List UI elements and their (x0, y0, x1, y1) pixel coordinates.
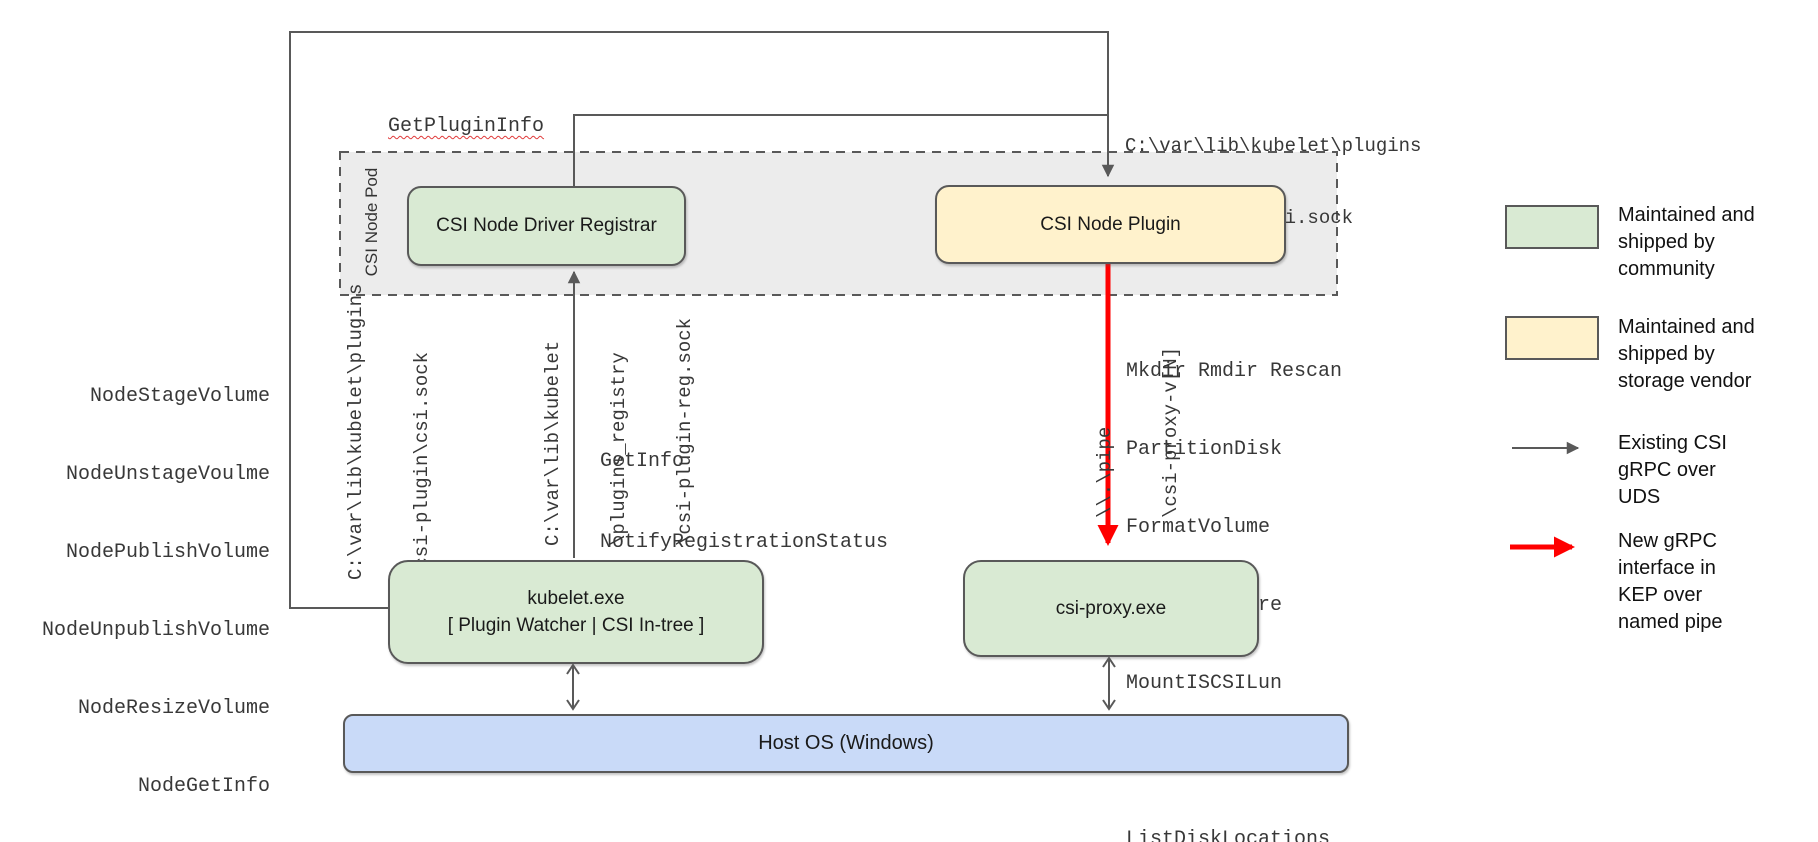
legend-existing-csi-label: Existing CSI gRPC over UDS (1618, 430, 1727, 511)
legend-existing-csi-line3: UDS (1618, 486, 1661, 508)
legend-community-line2: shipped by (1618, 231, 1715, 253)
kubelet-label-line2: [ Plugin Watcher | CSI In-tree ] (447, 615, 705, 636)
csi-node-plugin-box: CSI Node Plugin (935, 185, 1286, 264)
legend-vendor-label: Maintained and shipped by storage vendor (1618, 314, 1755, 395)
csi-node-pod-label: CSI Node Pod (362, 167, 381, 277)
legend-community-line1: Maintained and (1618, 204, 1755, 226)
legend-new-grpc-line3: KEP over (1618, 584, 1703, 606)
node-method: NodePublishVolume (65, 541, 270, 564)
proxy-method: FormatVolume (1126, 516, 1271, 539)
node-method: NodeUnstageVoulme (65, 463, 270, 486)
registrar-calls-list: GetInfo NotifyRegistrationStatus (600, 394, 888, 610)
legend-community-swatch (1505, 205, 1599, 249)
named-pipe-vertical-label: \\.\pipe \csi-proxy-v[N] (1050, 318, 1182, 518)
registration-sock-line2: \plugins_registry (608, 352, 630, 546)
node-method: NodeUnpublishVolume (41, 619, 270, 642)
csi-node-driver-registrar-label: CSI Node Driver Registrar (436, 215, 657, 236)
node-method: NodeStageVolume (89, 385, 270, 408)
csi-node-plugin-label: CSI Node Plugin (1040, 213, 1181, 235)
kubelet-to-plugin-uds-arrow (289, 31, 1115, 609)
node-method: NodeGetInfo (137, 775, 270, 798)
proxy-method: ListDiskLocations (1126, 828, 1331, 842)
csi-sock-vertical-line2: \csi-plugin\csi.sock (411, 351, 433, 580)
named-pipe-line1: \\.\pipe (1094, 426, 1116, 518)
registrar-getplugininfo-line (573, 114, 1108, 186)
proxy-method: MountISCSILun (1126, 672, 1283, 695)
legend-new-grpc-line2: interface in (1618, 557, 1716, 579)
kubelet-box: kubelet.exe [ Plugin Watcher | CSI In-tr… (388, 560, 764, 664)
legend-existing-csi-line1: Existing CSI (1618, 432, 1727, 454)
legend-community-line3: community (1618, 258, 1715, 280)
legend-new-grpc-label: New gRPC interface in KEP over named pip… (1618, 528, 1723, 636)
node-method: NodeResizeVolume (77, 697, 270, 720)
named-pipe-line2: \csi-proxy-v[N] (1160, 346, 1182, 518)
csi-sock-vertical-line1: C:\var\lib\kubelet\plugins (345, 283, 367, 580)
host-os-label: Host OS (Windows) (758, 732, 934, 754)
csi-node-driver-registrar-box: CSI Node Driver Registrar (407, 186, 686, 266)
csi-proxy-box: csi-proxy.exe (963, 560, 1259, 657)
legend-vendor-line3: storage vendor (1618, 370, 1752, 392)
legend-vendor-line2: shipped by (1618, 343, 1715, 365)
host-os-box: Host OS (Windows) (343, 714, 1349, 773)
registration-sock-vertical-label: C:\var\lib\kubelet \plugins_registry \cs… (498, 306, 696, 546)
csi-proxy-label: csi-proxy.exe (1055, 597, 1167, 619)
legend-new-grpc-line1: New gRPC (1618, 530, 1717, 552)
legend-community-label: Maintained and shipped by community (1618, 202, 1755, 283)
registration-sock-line1: C:\var\lib\kubelet (542, 340, 564, 546)
getplugininfo-label: GetPluginInfo (388, 115, 545, 138)
registrar-call: GetInfo (600, 450, 685, 473)
legend-vendor-line1: Maintained and (1618, 316, 1755, 338)
kubelet-label-line1: kubelet.exe (527, 588, 625, 609)
legend-existing-csi-line2: gRPC over (1618, 459, 1716, 481)
csi-sock-path-line1: C:\var\lib\kubelet\plugins (1125, 135, 1422, 157)
registrar-call: NotifyRegistrationStatus (600, 531, 889, 554)
proxy-method: Mkdir Rmdir Rescan (1126, 360, 1343, 383)
legend-new-grpc-line4: named pipe (1618, 611, 1723, 633)
csi-sock-vertical-label: C:\var\lib\kubelet\plugins \csi-plugin\c… (301, 270, 433, 580)
csi-node-methods-list: NodeStageVolume NodeUnstageVoulme NodePu… (20, 332, 270, 842)
legend-vendor-swatch (1505, 316, 1599, 360)
registration-sock-line3: \csi-plugin-reg.sock (674, 317, 696, 546)
proxy-method: PartitionDisk (1126, 438, 1283, 461)
